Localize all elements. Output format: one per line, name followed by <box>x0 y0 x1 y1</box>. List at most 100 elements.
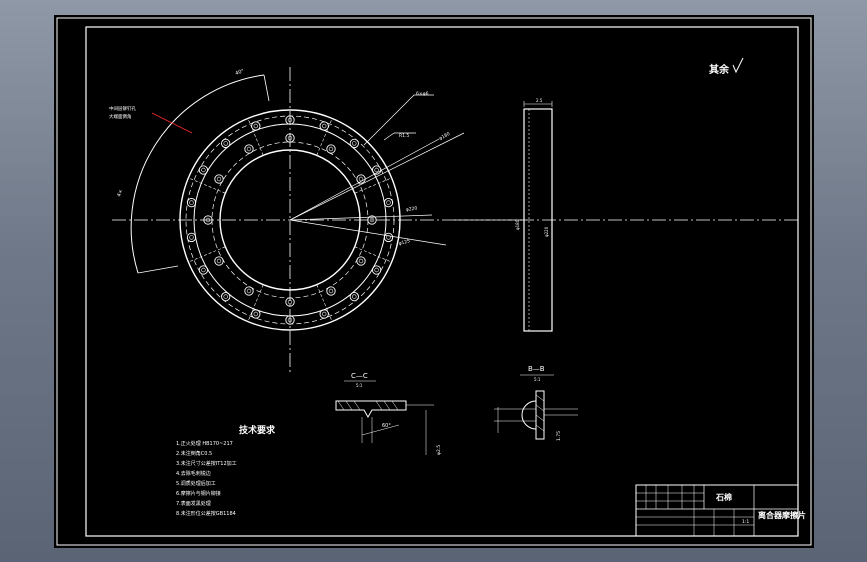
rivet-hole-inner <box>216 176 222 182</box>
tech-note: 4.去除毛刺锐边 <box>176 470 211 477</box>
rivet-hole <box>356 174 366 184</box>
svg-text:5:1: 5:1 <box>356 383 363 388</box>
disc-outer-circle <box>179 109 401 331</box>
rivet-hole-inner <box>358 176 364 182</box>
svg-text:φ180: φ180 <box>515 219 520 230</box>
rivet-hole <box>251 309 261 319</box>
technical-requirements: 技术要求 1.正火处理 HB170~217 2.未注倒角C0.5 3.未注尺寸公… <box>176 424 276 517</box>
section-bb: B—B 5:1 1.75 <box>494 365 578 441</box>
tech-note: 5.调质处理后加工 <box>176 480 216 487</box>
rivet-hole <box>319 309 329 319</box>
rivet-hole <box>186 197 197 208</box>
rivet-hole-inner <box>189 235 194 240</box>
rivet-hole <box>349 291 359 302</box>
rivet-hole-inner <box>369 217 375 223</box>
svg-text:R1.5: R1.5 <box>399 133 409 139</box>
svg-text:φ125: φ125 <box>398 238 411 247</box>
radial-slot <box>247 118 264 156</box>
rivet-hole-inner <box>253 123 258 129</box>
front-view: 4× 40° 6×φ6 R1.5 φ180 φ220 φ125 中间层铆钉孔 大… <box>109 67 524 373</box>
radial-slots <box>188 118 392 322</box>
drawing-sheet: 其余 4× 40° 6×φ6 R1.5 φ180 φ220 <box>54 15 814 548</box>
svg-text:4×: 4× <box>116 189 124 198</box>
svg-text:60°: 60° <box>382 423 391 429</box>
section-cc-label: C—C <box>351 372 368 380</box>
rivet-hole <box>214 256 224 266</box>
disc-inner-circle <box>219 149 361 291</box>
rivet-hole <box>383 197 394 208</box>
rivet-hole-inner <box>253 311 258 317</box>
material-field: 石棉 <box>715 492 732 502</box>
radial-slot <box>188 177 226 194</box>
rivet-hole-inner <box>374 167 379 173</box>
rivet-hole <box>251 121 261 131</box>
rivet-hole <box>371 265 382 275</box>
rivet-hole-inner <box>287 299 293 305</box>
tech-title: 技术要求 <box>239 424 276 436</box>
tech-note: 8.未注形位公差按GB1184 <box>176 510 236 517</box>
rivet-hole <box>186 232 197 243</box>
rivet-hole <box>285 315 295 325</box>
radial-slot <box>188 246 226 263</box>
rivet-hole-inner <box>223 141 228 146</box>
part-name-field: 离合器摩擦片 <box>758 510 806 520</box>
rivet-hole-inner <box>352 141 357 146</box>
red-leader-line <box>151 112 193 134</box>
leader-line <box>289 138 440 221</box>
svg-text:φ220: φ220 <box>405 205 417 213</box>
finish-mark: 其余 <box>709 63 730 76</box>
rivet-hole-inner <box>205 217 211 223</box>
rivet-hole <box>367 215 377 225</box>
tech-note: 3.未注尺寸公差按IT12加工 <box>176 460 237 467</box>
rivet-hole <box>326 286 336 296</box>
rivet-hole-inner <box>246 146 252 152</box>
rivet-hole-inner <box>374 267 379 273</box>
side-profile <box>523 108 553 332</box>
svg-text:φ220: φ220 <box>544 226 549 237</box>
rivet-hole <box>221 138 231 149</box>
rivet-holes-inner <box>203 133 377 307</box>
rivet-hole-inner <box>328 288 334 294</box>
side-view: 2.5 φ180 φ220 <box>454 98 799 332</box>
rivet-hole <box>244 286 254 296</box>
outer-frame <box>56 17 812 546</box>
scale-field: 1:1 <box>742 519 749 525</box>
rivet-hole-inner <box>358 258 364 264</box>
rivet-hole <box>203 215 213 225</box>
rivet-hole <box>349 138 359 149</box>
rivet-hole-inner <box>352 294 357 299</box>
radial-slot <box>247 284 264 322</box>
rivet-hole-inner <box>287 317 293 323</box>
rivet-hole <box>198 165 209 175</box>
radial-slot <box>354 246 392 263</box>
rivet-hole-inner <box>287 117 293 123</box>
svg-text:5:1: 5:1 <box>534 377 541 382</box>
rivet-hole <box>383 232 394 243</box>
rivet-hole <box>214 174 224 184</box>
rivet-hole <box>198 265 209 275</box>
rivet-hole-inner <box>201 267 206 273</box>
svg-text:大端面倒角: 大端面倒角 <box>109 113 132 120</box>
rivet-hole-inner <box>201 167 206 173</box>
radial-slot <box>316 284 333 322</box>
roughness-symbol-icon <box>732 57 744 74</box>
title-block: 石棉 离合器摩擦片 1:1 <box>635 484 806 537</box>
rivet-hole <box>285 133 295 143</box>
rivet-hole-inner <box>216 258 222 264</box>
rivet-hole-inner <box>328 146 334 152</box>
rivet-hole-inner <box>322 311 327 317</box>
rivet-hole <box>285 115 295 125</box>
rivet-holes-outer <box>186 115 394 325</box>
section-cc: C—C 5:1 60° φ2.5 <box>335 372 442 455</box>
rivet-hole <box>371 165 382 175</box>
svg-text:6×φ6: 6×φ6 <box>416 91 429 97</box>
tech-note: 6.摩擦片与钢片铆接 <box>176 490 221 497</box>
svg-text:2.5: 2.5 <box>536 98 543 103</box>
rivet-hole <box>319 121 329 131</box>
rivet-hole-inner <box>246 288 252 294</box>
svg-text:40°: 40° <box>235 68 246 77</box>
rivet-hole <box>221 291 231 302</box>
rivet-hole-inner <box>386 200 391 205</box>
rivet-hole-inner <box>287 135 293 141</box>
tech-note: 1.正火处理 HB170~217 <box>176 440 233 447</box>
